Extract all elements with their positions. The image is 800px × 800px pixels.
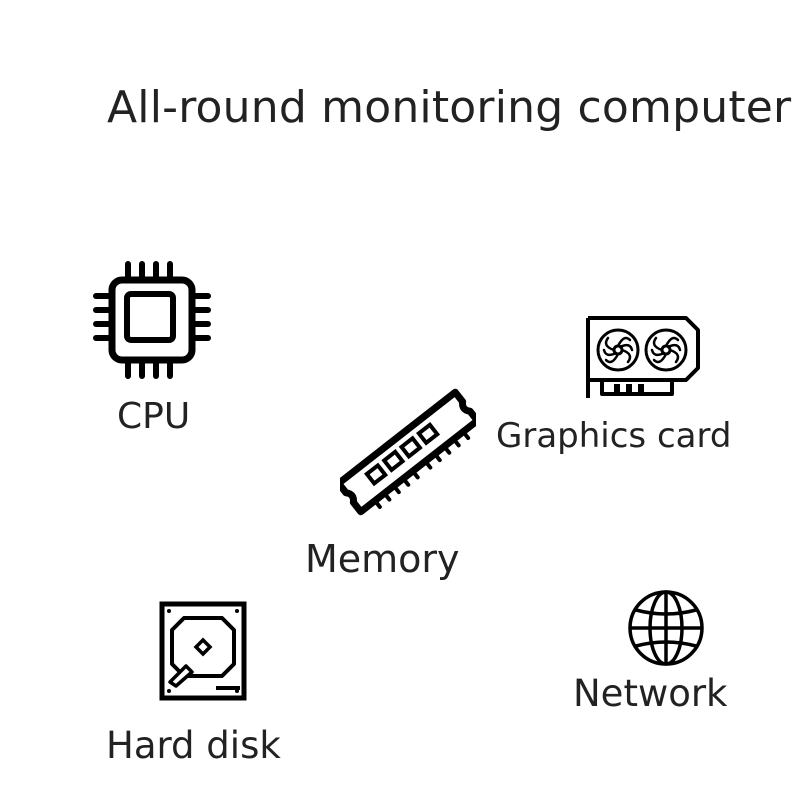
hard-disk-icon	[158, 600, 248, 704]
network-label: Network	[573, 672, 728, 715]
graphics-card-label: Graphics card	[496, 416, 732, 456]
memory-module-icon	[340, 386, 476, 518]
page-title: All-round monitoring computer	[107, 82, 792, 133]
cpu-chip-icon	[92, 260, 212, 380]
cpu-label: CPU	[117, 396, 191, 437]
memory-label: Memory	[305, 537, 460, 581]
globe-icon	[626, 588, 706, 668]
hard-disk-label: Hard disk	[106, 724, 281, 767]
graphics-card-icon	[584, 314, 702, 400]
